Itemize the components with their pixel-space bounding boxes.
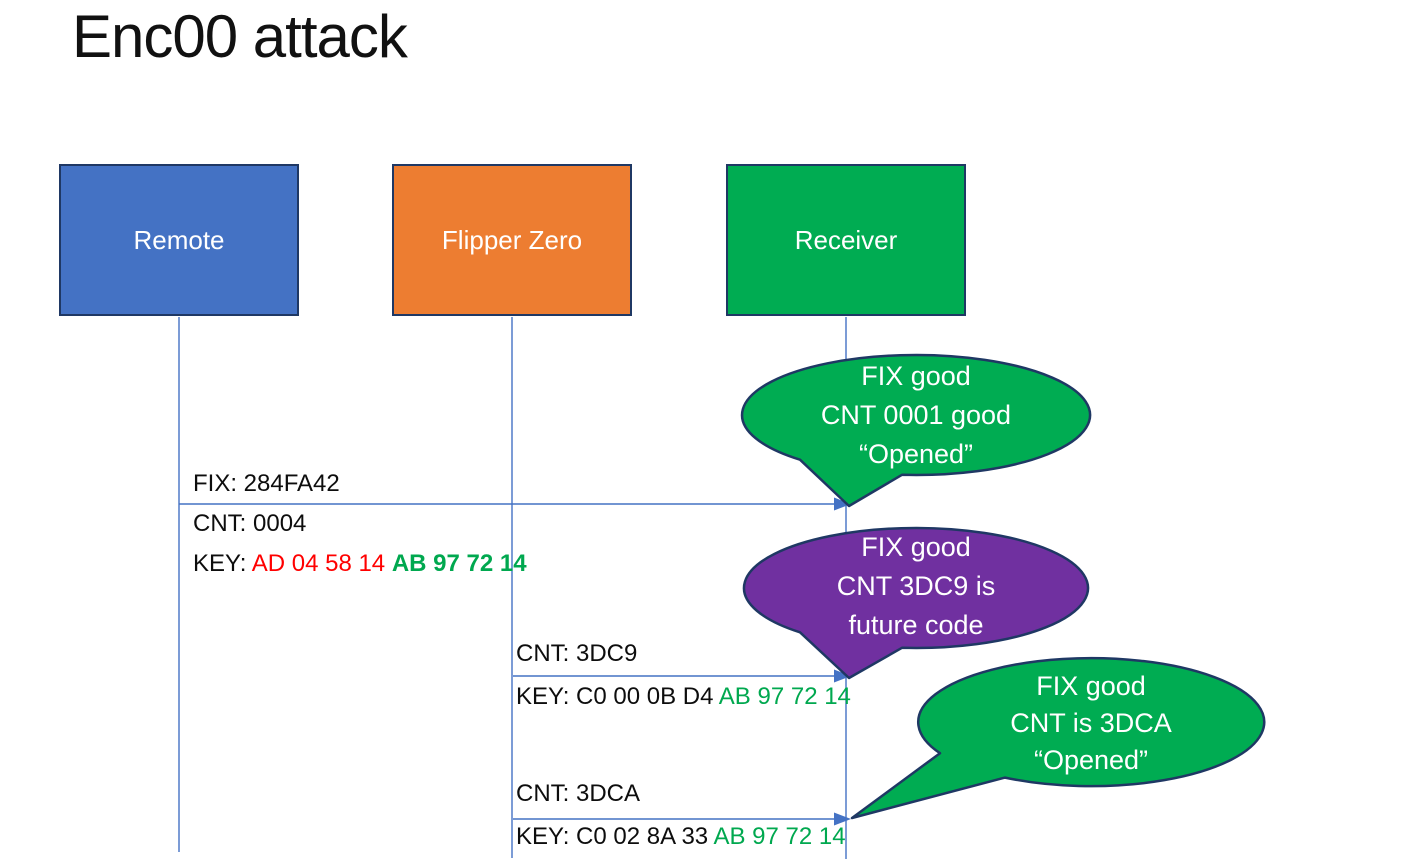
message-arrow-2-head xyxy=(834,669,851,683)
message-1-cnt-line: CNT: 0004 xyxy=(193,510,307,537)
speech-bubble-2-text: FIX good CNT 3DC9 is future code xyxy=(744,528,1088,645)
speech-bubble-2-shape xyxy=(742,526,1090,680)
bubble-2-line-3: future code xyxy=(848,610,984,640)
message-3-text: CNT: 3DCA KEY: C0 02 8A 33 AB 97 72 14 xyxy=(516,772,846,858)
message-arrow-3-head xyxy=(834,812,851,826)
actor-label-flipper-zero: Flipper Zero xyxy=(441,224,583,255)
message-2-text: CNT: 3DC9 KEY: C0 00 0B D4 AB 97 72 14 xyxy=(516,632,851,718)
speech-bubble-3-text: FIX good CNT is 3DCA “Opened” xyxy=(919,668,1263,779)
message-2-key-line: KEY: C0 00 0B D4 AB 97 72 14 xyxy=(516,683,851,710)
actor-label-remote: Remote xyxy=(133,224,225,255)
bubble-1-line-2: CNT 0001 good xyxy=(820,400,1012,430)
actor-label-receiver: Receiver xyxy=(794,224,898,255)
message-3-cnt-line: CNT: 3DCA xyxy=(516,780,641,807)
actor-box-receiver: Receiver xyxy=(726,164,966,316)
message-2-cnt-line: CNT: 3DC9 xyxy=(516,640,638,667)
bubble-1-line-1: FIX good xyxy=(861,361,971,391)
message-1-key-line: KEY: AD 04 58 14 AB 97 72 14 xyxy=(193,550,527,577)
actor-box-flipper-zero: Flipper Zero xyxy=(392,164,632,316)
bubble-1-line-3: “Opened” xyxy=(858,439,974,469)
message-1-text: FIX: 284FA42 CNT: 0004 KEY: AD 04 58 14 … xyxy=(193,464,527,584)
message-arrow-1-head xyxy=(834,497,851,511)
actor-box-remote: Remote xyxy=(59,164,299,316)
bubble-3-line-3: “Opened” xyxy=(1033,745,1149,775)
message-3-key-line: KEY: C0 02 8A 33 AB 97 72 14 xyxy=(516,823,846,850)
message-1-key-changing-part: AD 04 58 14 xyxy=(251,550,392,577)
speech-bubble-1-text: FIX good CNT 0001 good “Opened” xyxy=(744,357,1088,474)
message-2-key-fixed-part: AB 97 72 14 xyxy=(718,683,851,710)
speech-bubble-1-shape xyxy=(740,353,1092,508)
message-1-fix-line: FIX: 284FA42 xyxy=(193,470,340,497)
bubble-3-line-2: CNT is 3DCA xyxy=(1010,708,1172,738)
message-1-key-fixed-part: AB 97 72 14 xyxy=(391,550,527,577)
bubble-2-line-2: CNT 3DC9 is xyxy=(836,571,996,601)
message-3-key-fixed-part: AB 97 72 14 xyxy=(713,823,846,850)
bubble-2-line-1: FIX good xyxy=(861,532,971,562)
page-title: Enc00 attack xyxy=(72,3,408,70)
bubble-3-line-1: FIX good xyxy=(1036,671,1146,701)
speech-bubble-3-shape xyxy=(850,656,1266,820)
